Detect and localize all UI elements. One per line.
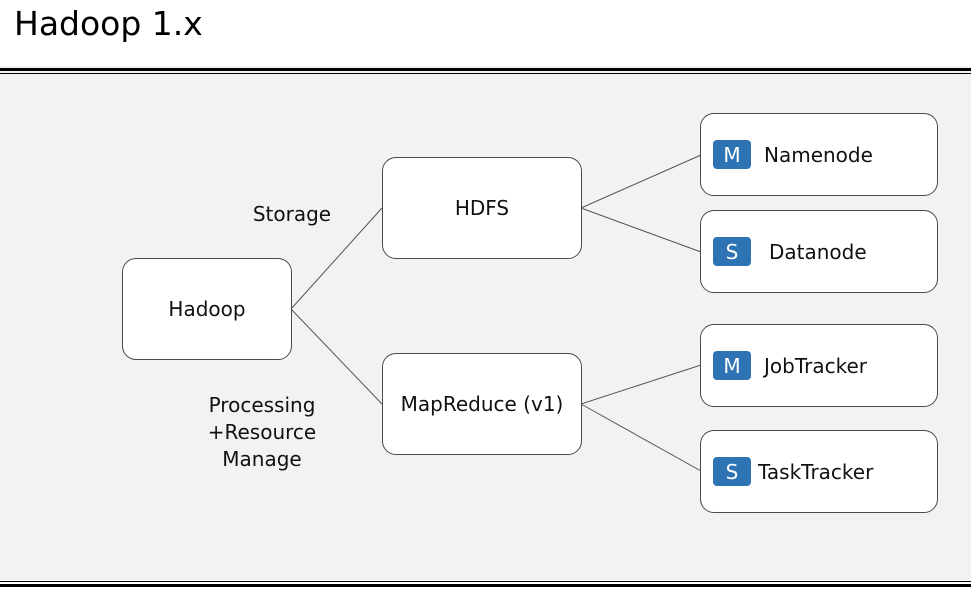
- tasktracker-node: S TaskTracker: [700, 430, 938, 513]
- hdfs-node: HDFS: [382, 157, 582, 259]
- edge-hdfs-namenode: [580, 154, 702, 209]
- jobtracker-node: M JobTracker: [700, 324, 938, 407]
- datanode-node: S Datanode: [700, 210, 938, 293]
- title-bar: Hadoop 1.x: [0, 0, 971, 66]
- master-badge: M: [713, 351, 751, 380]
- namenode-node: M Namenode: [700, 113, 938, 196]
- edge-hdfs-datanode: [580, 207, 702, 253]
- mapreduce-node-label: MapReduce (v1): [400, 392, 564, 416]
- top-rule-thin: [0, 73, 971, 74]
- master-badge: M: [713, 140, 751, 169]
- datanode-label: Datanode: [769, 239, 867, 264]
- edge-mapreduce-tasktracker: [580, 403, 702, 472]
- hdfs-node-label: HDFS: [454, 196, 510, 220]
- namenode-label: Namenode: [764, 142, 873, 167]
- processing-label-line: Manage: [222, 447, 302, 471]
- slave-badge: S: [713, 237, 751, 266]
- edge-mapreduce-jobtracker: [580, 364, 702, 405]
- storage-edge-label: Storage: [252, 202, 332, 226]
- tasktracker-label: TaskTracker: [758, 459, 874, 484]
- page-title: Hadoop 1.x: [14, 4, 203, 43]
- edge-hadoop-mapreduce: [290, 308, 383, 405]
- edge-hadoop-hdfs: [290, 207, 383, 310]
- bottom-rule-thick: [0, 584, 971, 587]
- hadoop-node: Hadoop: [122, 258, 292, 360]
- slave-badge: S: [713, 457, 751, 486]
- processing-edge-label: Processing +Resource Manage: [187, 392, 337, 473]
- processing-label-line: Processing: [208, 393, 316, 417]
- bottom-rule-thin: [0, 581, 971, 582]
- hadoop-node-label: Hadoop: [168, 297, 246, 321]
- processing-label-line: +Resource: [207, 420, 317, 444]
- top-rule-thick: [0, 68, 971, 71]
- mapreduce-node: MapReduce (v1): [382, 353, 582, 455]
- jobtracker-label: JobTracker: [764, 353, 867, 378]
